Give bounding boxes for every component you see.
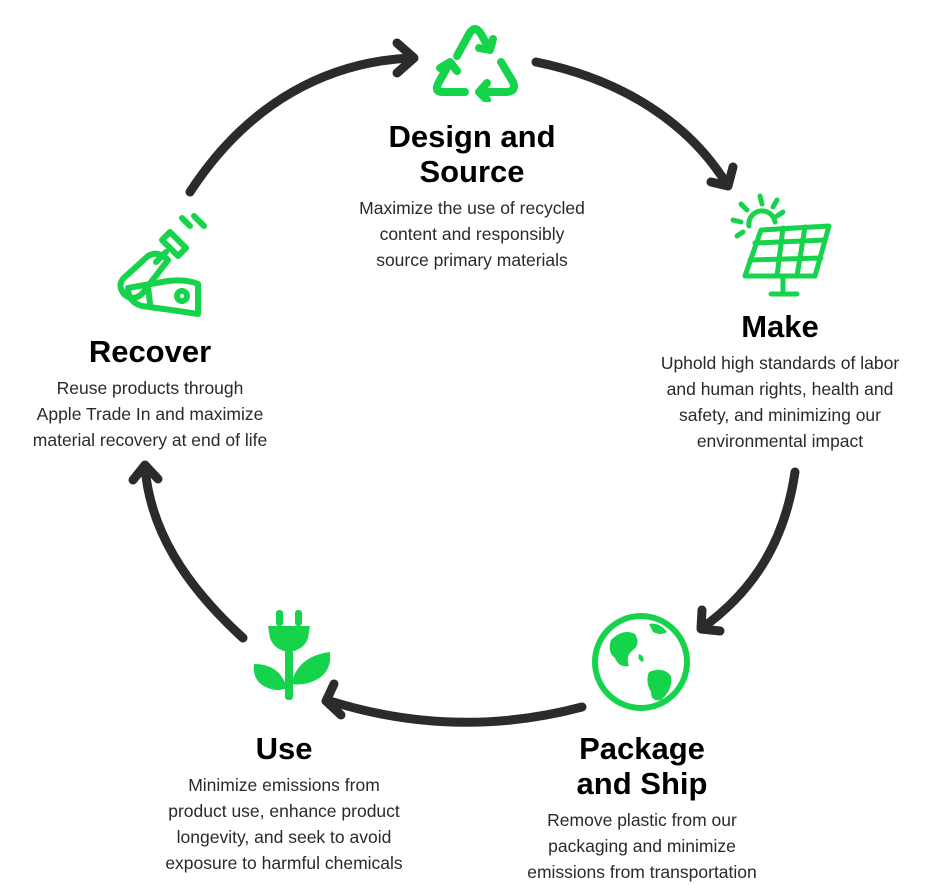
stage-description: Reuse products through Apple Trade In an…: [32, 378, 268, 450]
arrow-design-to-make: [531, 57, 738, 191]
stage-title: Make: [741, 309, 819, 344]
arrow-use-to-recover: [128, 460, 248, 643]
stage-title: Recover: [88, 334, 212, 369]
stage-make: Make Uphold high standards of labor and …: [630, 309, 925, 454]
arrow-package-to-use: [321, 679, 587, 727]
stage-description: Minimize emissions from product use, enh…: [165, 775, 403, 873]
stage-description: Remove plastic from our packaging and mi…: [527, 810, 757, 882]
solar-panel-icon: [730, 193, 832, 297]
stage-package-and-ship: Package and Ship Remove plastic from our…: [487, 731, 797, 885]
arrow-make-to-package: [696, 467, 800, 636]
stage-design-and-source: Design and Source Maximize the use of re…: [322, 119, 622, 273]
robot-arm-icon: [117, 213, 207, 317]
recycle-icon: [432, 25, 518, 102]
stage-recover: Recover Reuse products through Apple Tra…: [0, 334, 300, 453]
stage-title: Package and Ship: [576, 731, 708, 801]
stage-use: Use Minimize emissions from product use,…: [134, 731, 434, 876]
stage-title: Use: [255, 731, 313, 766]
stage-title: Design and Source: [388, 119, 556, 189]
plug-plant-icon: [253, 610, 331, 700]
stage-description: Uphold high standards of labor and human…: [660, 353, 900, 451]
arrow-recover-to-design: [185, 38, 419, 197]
globe-icon: [592, 613, 690, 711]
stage-description: Maximize the use of recycled content and…: [359, 198, 585, 270]
